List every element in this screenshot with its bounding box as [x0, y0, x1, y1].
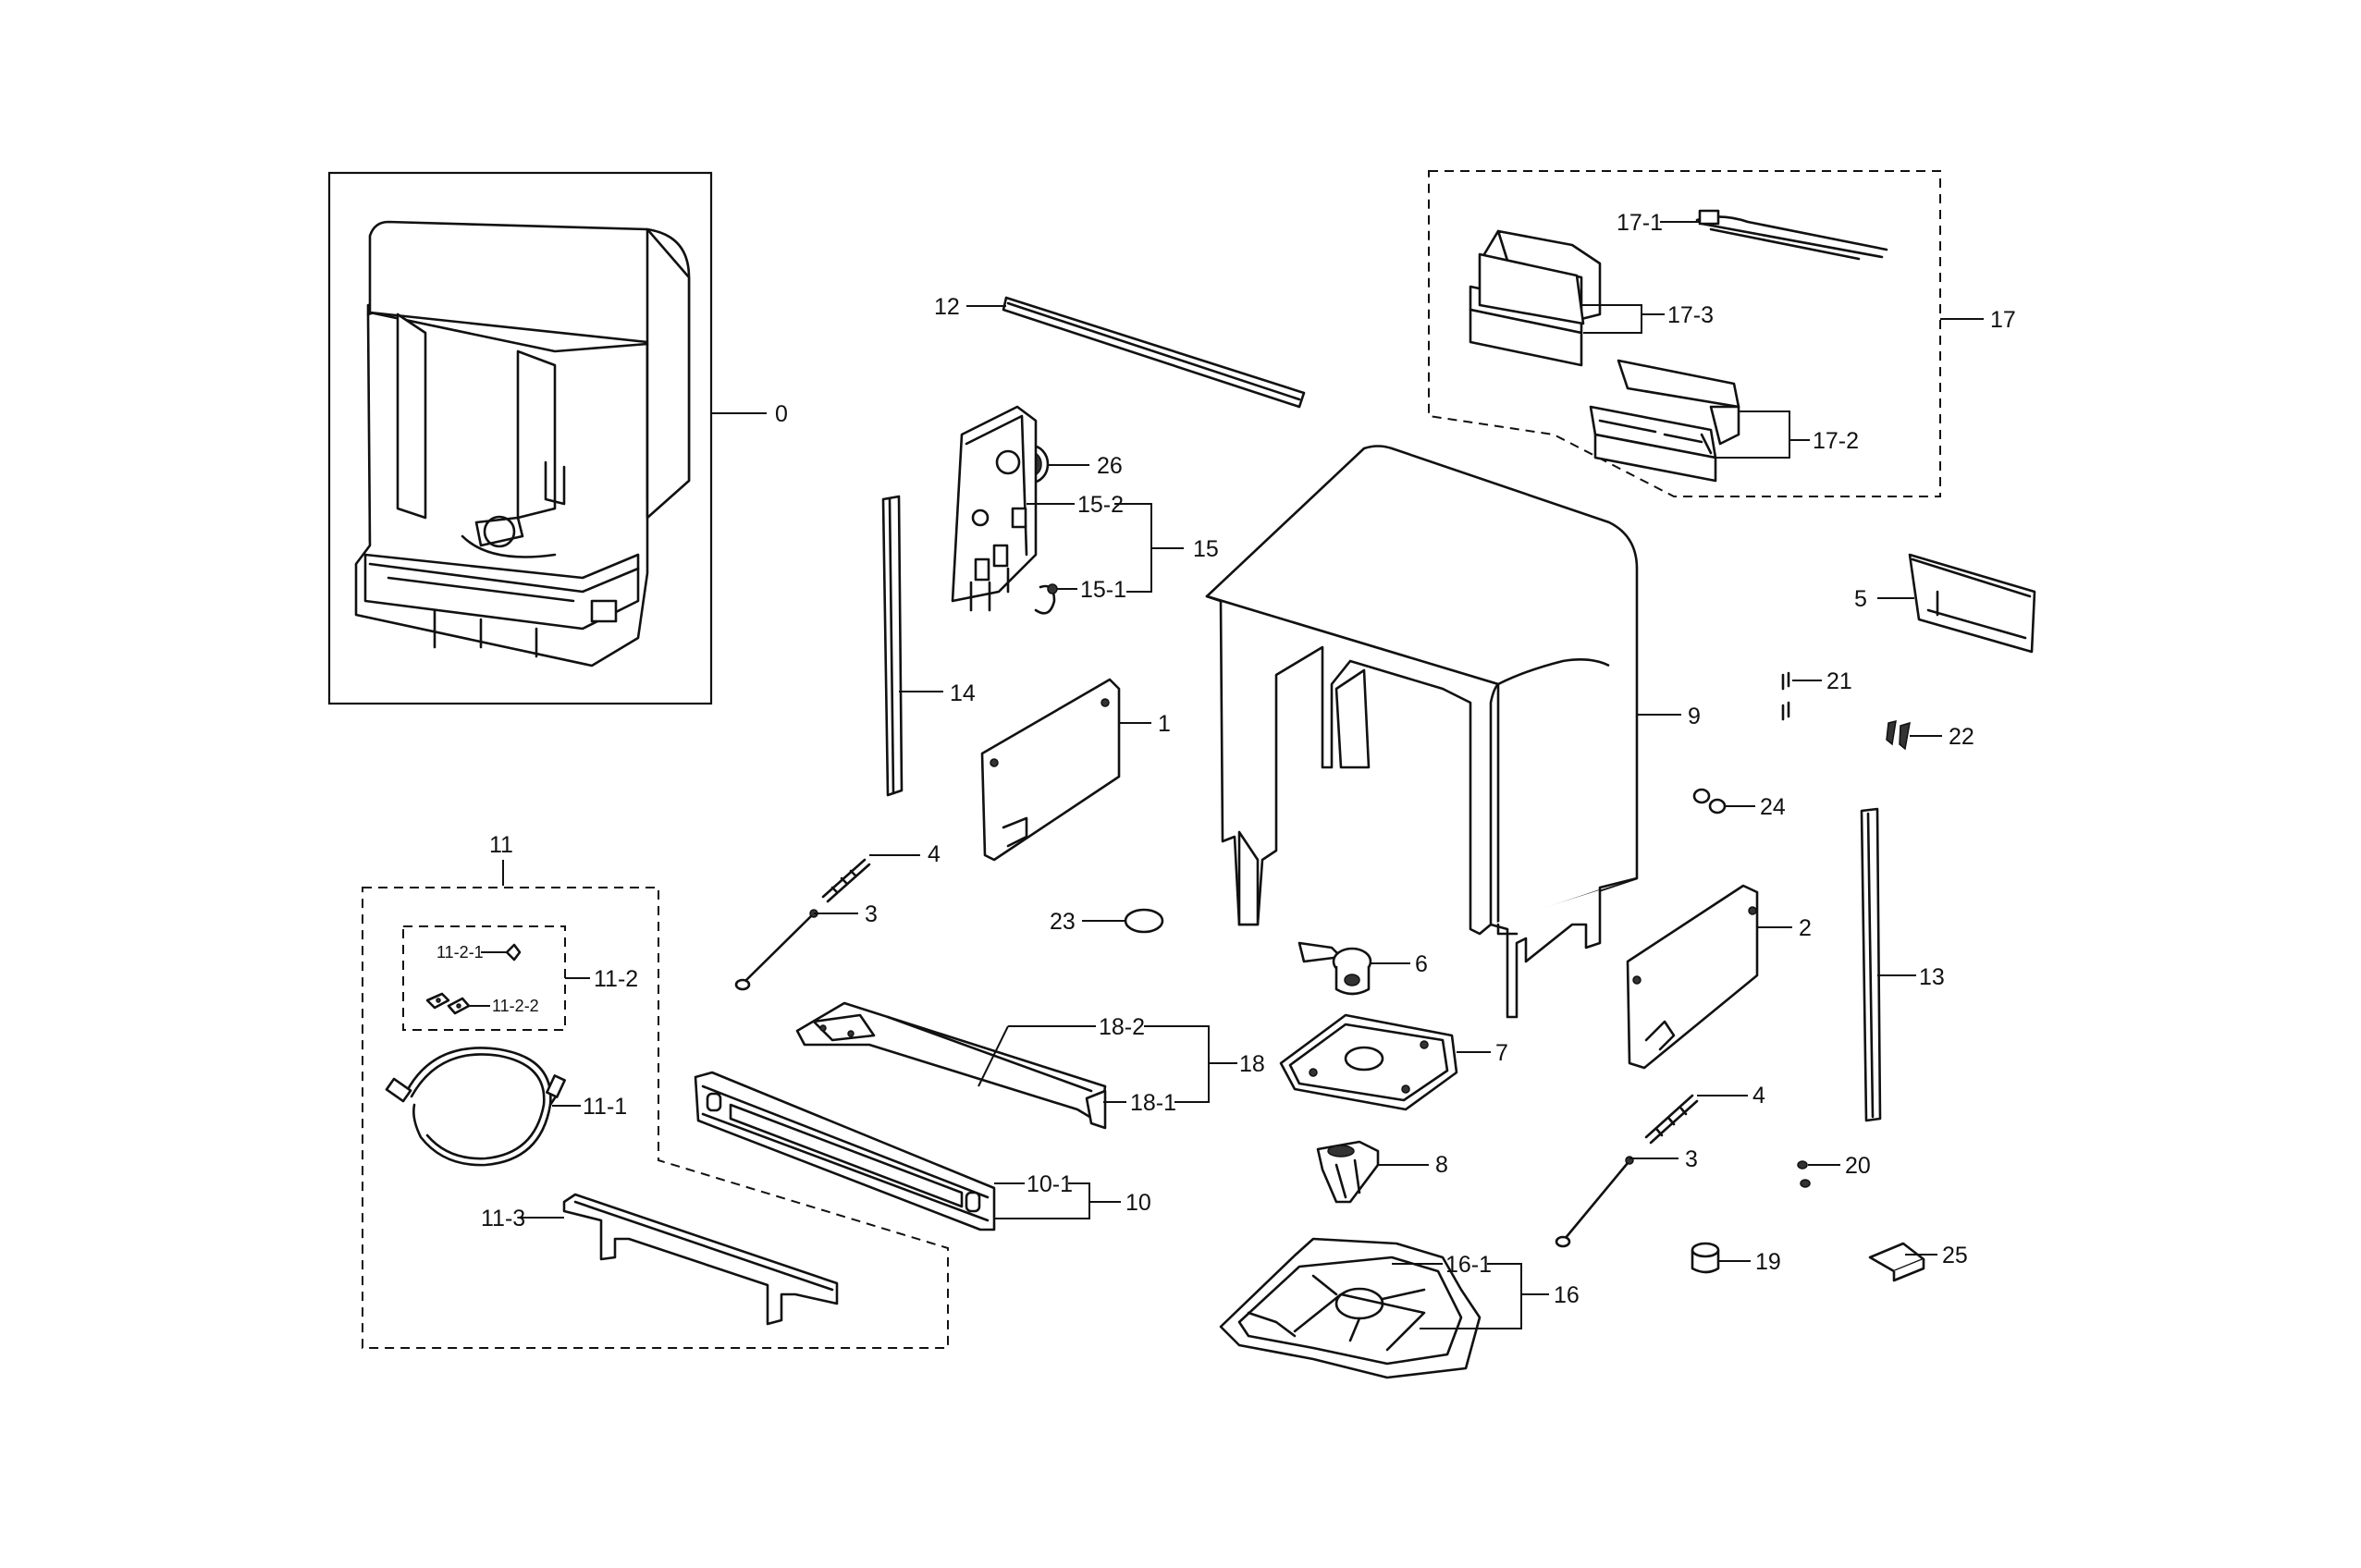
part-5-front-bracket[interactable]: [1908, 553, 2036, 654]
part-11-3-bracket[interactable]: [562, 1193, 839, 1326]
part-14-left-rail[interactable]: [881, 495, 904, 797]
callout-18-1: 18-1: [1130, 1090, 1176, 1116]
callout-11-1: 11-1: [583, 1094, 627, 1120]
part-15-side-bracket[interactable]: [951, 405, 1038, 612]
callout-17-2: 17-2: [1813, 428, 1859, 454]
callout-17-3: 17-3: [1667, 302, 1714, 328]
callout-5: 5: [1854, 586, 1867, 612]
callout-16: 16: [1554, 1282, 1580, 1308]
part-13-right-rail[interactable]: [1860, 807, 1882, 1122]
callout-25: 25: [1942, 1243, 1968, 1268]
part-15-1-sensor[interactable]: [1034, 583, 1058, 615]
part-3-rod-right[interactable]: [1555, 1156, 1634, 1248]
callout-20: 20: [1845, 1153, 1871, 1179]
callout-16-1: 16-1: [1445, 1252, 1492, 1278]
callout-9: 9: [1688, 704, 1701, 729]
callout-10-1: 10-1: [1027, 1171, 1073, 1197]
part-7-sump-plate[interactable]: [1279, 1013, 1458, 1111]
callout-3b: 3: [1685, 1146, 1698, 1172]
part-24-plugs[interactable]: [1692, 788, 1727, 815]
callout-4a: 4: [928, 841, 941, 867]
callout-11-2-2: 11-2-2: [492, 997, 539, 1015]
callout-11-3: 11-3: [481, 1206, 525, 1231]
callout-11: 11: [489, 832, 513, 858]
part-3-rod-left[interactable]: [734, 909, 818, 991]
part-1-left-side-panel[interactable]: [980, 678, 1121, 862]
callout-7: 7: [1495, 1040, 1508, 1066]
callout-18: 18: [1239, 1051, 1265, 1077]
callout-15-1: 15-1: [1080, 577, 1126, 603]
callout-18-2: 18-2: [1099, 1014, 1145, 1040]
callout-3a: 3: [865, 901, 878, 927]
part-11-1-drain-hose[interactable]: [385, 1047, 566, 1167]
part-22-clips[interactable]: [1886, 719, 1911, 751]
part-20-screws[interactable]: [1797, 1160, 1811, 1188]
callout-15: 15: [1193, 536, 1219, 562]
callout-11-2: 11-2: [594, 966, 638, 992]
part-25-pad[interactable]: [1868, 1242, 1925, 1282]
callout-6: 6: [1415, 951, 1428, 977]
part-8-filter[interactable]: [1316, 1140, 1380, 1204]
part-4-spring-right[interactable]: [1644, 1094, 1699, 1145]
part-12-top-rail[interactable]: [1002, 296, 1306, 409]
part-10-kickplate[interactable]: [694, 1071, 996, 1231]
part-17-2-dispenser-assembly[interactable]: [1589, 359, 1740, 483]
callout-2: 2: [1799, 915, 1812, 941]
callout-13: 13: [1919, 964, 1945, 990]
part-17-3-dispenser-cover[interactable]: [1469, 229, 1602, 367]
part-23-o-ring[interactable]: [1124, 908, 1164, 934]
callout-12: 12: [934, 294, 960, 320]
part-19-cap[interactable]: [1691, 1242, 1720, 1274]
callout-24: 24: [1760, 794, 1786, 820]
callout-11-2-1: 11-2-1: [437, 943, 484, 962]
callout-10: 10: [1125, 1190, 1151, 1216]
callout-21: 21: [1826, 668, 1852, 694]
part-16-base[interactable]: [1219, 1237, 1482, 1379]
part-4-spring-left[interactable]: [821, 858, 871, 903]
part-17-group-outline: [1428, 170, 1941, 497]
part-11-2-group-outline: [402, 925, 566, 1031]
part-21-clips[interactable]: [1781, 671, 1790, 721]
part-11-2-1-clip[interactable]: [505, 943, 522, 962]
callout-19: 19: [1755, 1249, 1781, 1275]
part-6-valve[interactable]: [1297, 941, 1372, 996]
callout-0: 0: [775, 401, 788, 427]
part-11-2-2-clamps[interactable]: [425, 992, 471, 1015]
callout-4b: 4: [1752, 1083, 1765, 1109]
callout-17: 17: [1990, 307, 2016, 333]
callout-26: 26: [1097, 453, 1123, 479]
callout-14: 14: [950, 680, 976, 706]
part-0-tub-assembly[interactable]: [327, 171, 713, 705]
part-2-right-side-panel[interactable]: [1626, 884, 1759, 1070]
callout-17-1: 17-1: [1617, 210, 1663, 236]
callout-1: 1: [1158, 711, 1171, 737]
callout-22: 22: [1949, 724, 1974, 750]
part-18-door-cover[interactable]: [795, 1001, 1107, 1130]
callout-8: 8: [1435, 1152, 1448, 1178]
part-17-1-wire-harness[interactable]: [1695, 209, 1888, 261]
part-9-tub-body[interactable]: [1205, 445, 1639, 1019]
callout-23: 23: [1050, 909, 1076, 935]
